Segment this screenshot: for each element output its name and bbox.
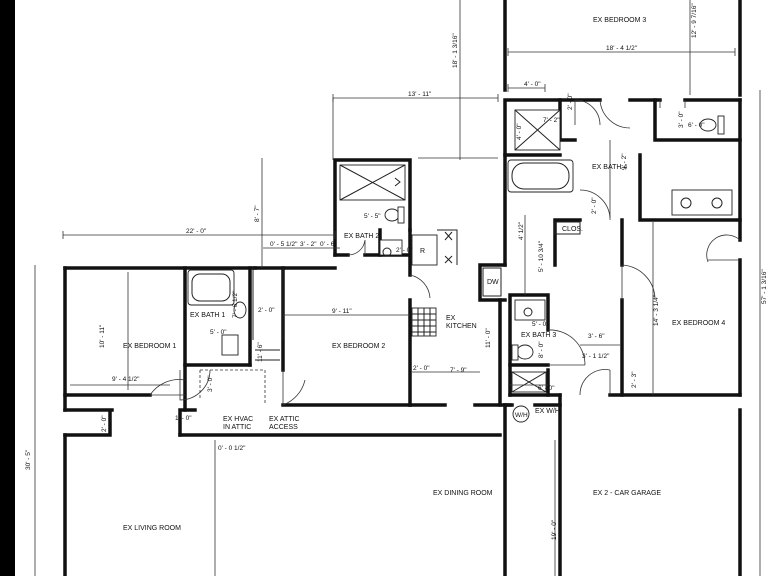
room-dining: EX DINING ROOM	[433, 490, 493, 497]
dim-2-0a: 2' - 0"	[567, 93, 574, 110]
fixtures	[187, 109, 733, 423]
room-bedroom1: EX BEDROOM 1	[123, 343, 176, 350]
dim-19-0: 19' - 0"	[551, 519, 558, 540]
dim-2-0f: 2' - 0"	[101, 415, 108, 432]
dim-2-0e: 2' - 0"	[413, 365, 430, 372]
dim-12-9: 12' - 9 7/16"	[691, 3, 698, 38]
label-attic-line1: EX ATTIC	[269, 416, 300, 423]
left-border-bar	[0, 0, 15, 576]
dim-22-0: 22' - 0"	[186, 228, 207, 235]
dimension-labels: 12' - 9 7/16" 18' - 4 1/2" 18' - 1 3/16"…	[25, 3, 768, 540]
room-bath1: EX BATH 1	[190, 312, 225, 319]
room-living: EX LIVING ROOM	[123, 525, 181, 532]
room-bedroom4: EX BEDROOM 4	[672, 320, 725, 327]
room-garage: EX 2 - CAR GARAGE	[593, 490, 661, 497]
dim-9-2: 9' - 2"	[621, 153, 628, 170]
dim-0-01: 0' - 0 1/2"	[218, 445, 246, 452]
dim-30-5: 30' - 5"	[25, 449, 32, 470]
bathtub-bath4	[507, 159, 574, 193]
room-bedroom3: EX BEDROOM 3	[593, 17, 646, 24]
label-range: R	[420, 248, 425, 255]
dim-3-0b: 3' - 0"	[207, 375, 214, 392]
room-labels: EX BEDROOM 3 EX BATH 4 EX BEDROOM 1 EX B…	[123, 17, 725, 532]
room-bedroom2: EX BEDROOM 2	[332, 343, 385, 350]
dimension-lines	[34, 0, 761, 576]
room-kitchen-line1: EX	[446, 315, 456, 322]
dim-11-6: 11' - 6"	[257, 342, 264, 362]
dim-5-0a: 5' - 0"	[210, 329, 227, 336]
room-bath3: EX BATH 3	[521, 332, 556, 339]
dim-7-2: 7' - 2"	[543, 117, 560, 124]
dim-2-0b: 2' - 0"	[591, 197, 598, 214]
dim-13-11: 13' - 11"	[408, 91, 432, 98]
dim-2-0c: 2' - 0"	[396, 247, 413, 254]
dim-11-0: 11' - 0"	[485, 328, 492, 348]
range	[411, 234, 438, 266]
dim-9-4: 9' - 4 1/2"	[112, 376, 140, 383]
dim-7-9: 7' - 9"	[450, 367, 467, 374]
dim-18-1: 18' - 1 3/16"	[452, 33, 459, 68]
label-wh: EX W/H	[535, 408, 560, 415]
label-hvac-line2: IN ATTIC	[223, 424, 251, 431]
dim-0-6: 0' - 6"	[320, 241, 337, 248]
sink-bath3	[514, 299, 546, 321]
dim-7-6: 7' - 6 1/2"	[232, 290, 239, 318]
dim-2-0d: 2' - 0"	[258, 307, 275, 314]
dim-8-0: 8' - 0"	[538, 341, 545, 358]
dim-8-7: 8' - 7"	[254, 205, 261, 222]
sink-bath1	[221, 334, 239, 356]
dim-6-0a: 6' - 0"	[688, 122, 705, 129]
dim-1-0: 1' - 0"	[175, 415, 192, 422]
dim-4-0a: 4' - 0"	[524, 81, 541, 88]
water-heater	[512, 405, 530, 423]
dim-5-0b: 5' - 0"	[532, 321, 549, 328]
room-clos: CLOS.	[562, 226, 583, 233]
label-hvac-line1: EX HVAC	[223, 416, 253, 423]
sink-bath2	[379, 239, 403, 256]
dim-3-0a: 3' - 0"	[678, 111, 685, 128]
doors	[149, 99, 741, 406]
dim-14-3: 14' - 3 1/4"	[653, 294, 660, 326]
dim-10-11: 10' - 11"	[99, 324, 106, 348]
dim-4-0b: 4' - 0"	[516, 123, 523, 140]
label-dw: DW	[487, 279, 499, 286]
dim-9-11: 9' - 11"	[332, 308, 352, 315]
dim-3-1: 3' - 1 1/2"	[582, 353, 610, 360]
label-attic-line2: ACCESS	[269, 424, 298, 431]
toilet-bath2	[384, 208, 400, 222]
dim-5-10: 5' - 10 3/4"	[538, 240, 545, 272]
dim-2-3: 2' - 3"	[631, 371, 638, 388]
dim-3-6: 3' - 6"	[588, 333, 605, 340]
dim-05-12: 0' - 5 1/2"	[270, 241, 298, 248]
room-kitchen-line2: KITCHEN	[446, 323, 477, 330]
bathtub-bath1	[187, 269, 235, 306]
dim-3-2: 3' - 2"	[300, 241, 317, 248]
dim-5-5: 5' - 5"	[364, 213, 381, 220]
walls	[63, 0, 742, 576]
dim-4-1: 4' 1/2"	[518, 221, 525, 240]
dim-18-4: 18' - 4 1/2"	[606, 45, 638, 52]
room-bath4: EX BATH 4	[592, 164, 627, 171]
room-bath2: EX BATH 2	[344, 233, 379, 240]
dim-6-0b: 6' - 0"	[538, 385, 555, 392]
dishwasher	[482, 267, 502, 297]
label-wh-symbol: W/H	[515, 412, 528, 419]
dim-57-1: 57' - 1 3/16"	[761, 269, 768, 304]
